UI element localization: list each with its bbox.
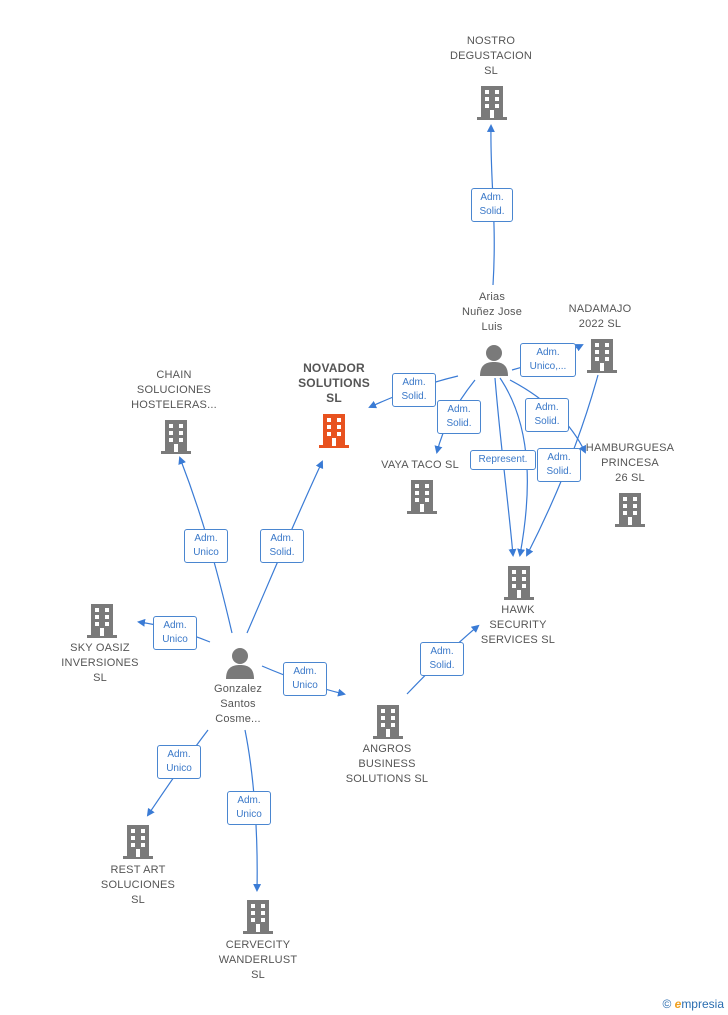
node-hamburguesa-princesa[interactable]: HAMBURGUESA PRINCESA 26 SL <box>578 441 682 486</box>
building-icon[interactable] <box>477 84 507 120</box>
person-icon[interactable] <box>479 344 509 376</box>
node-label: CERVECITY WANDERLUST SL <box>218 939 298 981</box>
relation-badge[interactable]: Adm. Solid. <box>260 529 304 563</box>
node-nadamajo[interactable]: NADAMAJO 2022 SL <box>548 302 652 332</box>
node-angros-business[interactable]: ANGROS BUSINESS SOLUTIONS SL <box>330 742 444 787</box>
node-label: VAYA TACO SL <box>381 459 459 471</box>
node-label: CHAIN SOLUCIONES HOSTELERAS... <box>131 369 217 411</box>
relation-badge[interactable]: Adm. Solid. <box>420 642 464 676</box>
node-label: Gonzalez Santos Cosme... <box>213 683 263 725</box>
building-icon[interactable] <box>373 703 403 739</box>
node-label: SKY OASIZ INVERSIONES SL <box>61 642 139 684</box>
node-label: NOSTRO DEGUSTACION SL <box>449 35 533 77</box>
node-label: HAMBURGUESA PRINCESA 26 SL <box>585 442 675 484</box>
relation-badge[interactable]: Adm. Solid. <box>537 448 581 482</box>
relation-badge[interactable]: Adm. Unico <box>227 791 271 825</box>
node-novador-solutions[interactable]: NOVADOR SOLUTIONS SL <box>282 361 386 406</box>
person-icon[interactable] <box>225 647 255 679</box>
relation-badge[interactable]: Represent. <box>470 450 536 470</box>
building-icon[interactable] <box>407 478 437 514</box>
brand-logo-letter: e <box>674 997 682 1011</box>
node-vaya-taco[interactable]: VAYA TACO SL <box>368 458 472 473</box>
node-label: HAWK SECURITY SERVICES SL <box>480 604 556 646</box>
node-label-main: NOVADOR SOLUTIONS SL <box>298 361 370 405</box>
building-icon[interactable] <box>243 898 273 934</box>
node-hawk-security[interactable]: HAWK SECURITY SERVICES SL <box>462 603 574 648</box>
node-nostro-degustacion[interactable]: NOSTRO DEGUSTACION SL <box>430 34 552 79</box>
relation-badge[interactable]: Adm. Unico <box>157 745 201 779</box>
relation-badge[interactable]: Adm. Unico <box>283 662 327 696</box>
node-label: REST ART SOLUCIONES SL <box>100 864 176 906</box>
building-icon[interactable] <box>87 602 117 638</box>
relation-badge[interactable]: Adm. Solid. <box>392 373 436 407</box>
relation-badge[interactable]: Adm. Solid. <box>471 188 513 222</box>
building-icon[interactable] <box>504 564 534 600</box>
building-icon[interactable] <box>587 337 617 373</box>
building-icon[interactable] <box>615 491 645 527</box>
node-label: ANGROS BUSINESS SOLUTIONS SL <box>345 743 429 785</box>
node-chain-soluciones[interactable]: CHAIN SOLUCIONES HOSTELERAS... <box>113 368 235 413</box>
brand-logo-text: mpresia <box>681 997 724 1011</box>
node-arias-nunez[interactable]: Arias Nuñez Jose Luis <box>440 290 544 335</box>
relation-badge[interactable]: Adm. Solid. <box>437 400 481 434</box>
building-icon-highlighted[interactable] <box>319 412 349 448</box>
relation-badge[interactable]: Adm. Solid. <box>525 398 569 432</box>
node-label: Arias Nuñez Jose Luis <box>461 291 523 333</box>
brand-footer[interactable]: © empresia <box>662 997 724 1011</box>
node-rest-art[interactable]: REST ART SOLUCIONES SL <box>86 863 190 908</box>
node-label: NADAMAJO 2022 SL <box>568 303 632 330</box>
relation-badge[interactable]: Adm. Unico <box>184 529 228 563</box>
relation-badge[interactable]: Adm. Unico,... <box>520 343 576 377</box>
relation-badge[interactable]: Adm. Unico <box>153 616 197 650</box>
node-cervecity-wanderlust[interactable]: CERVECITY WANDERLUST SL <box>203 938 313 983</box>
node-sky-oasiz[interactable]: SKY OASIZ INVERSIONES SL <box>48 641 152 686</box>
node-gonzalez-santos[interactable]: Gonzalez Santos Cosme... <box>186 682 290 727</box>
building-icon[interactable] <box>123 823 153 859</box>
building-icon[interactable] <box>161 418 191 454</box>
copyright-icon: © <box>662 997 672 1011</box>
